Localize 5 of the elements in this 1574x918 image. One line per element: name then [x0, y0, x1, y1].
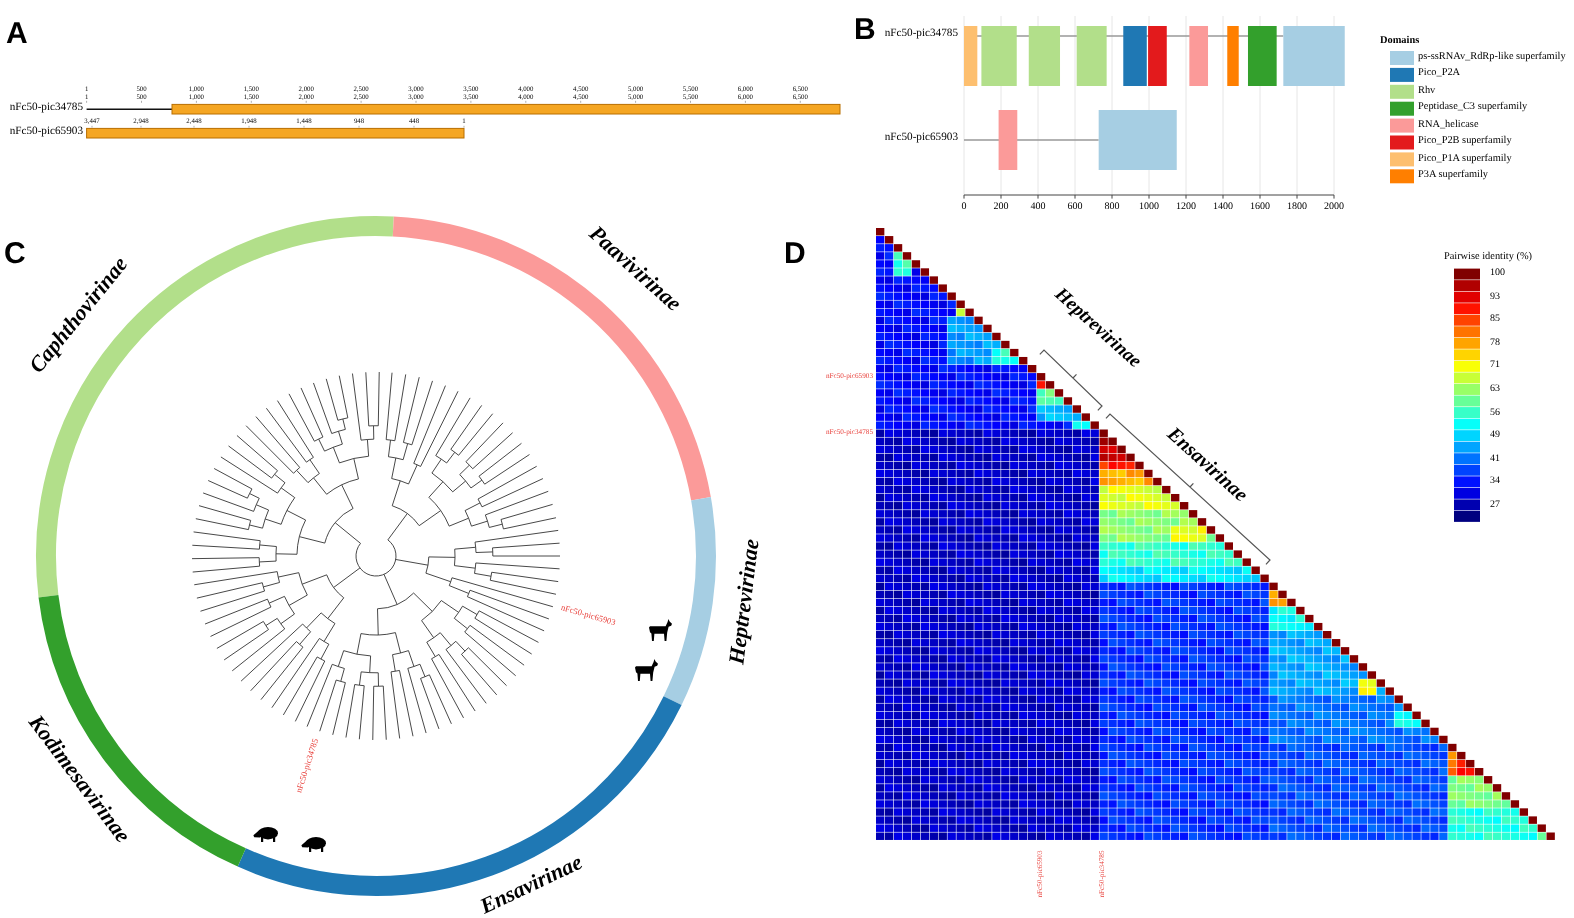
clade-label: Heptrevirinae — [726, 537, 764, 666]
panel-letter: B — [854, 15, 876, 45]
panel-letter: C — [4, 239, 26, 269]
panel-letter: D — [784, 239, 806, 269]
panel-letter: A — [6, 19, 28, 49]
